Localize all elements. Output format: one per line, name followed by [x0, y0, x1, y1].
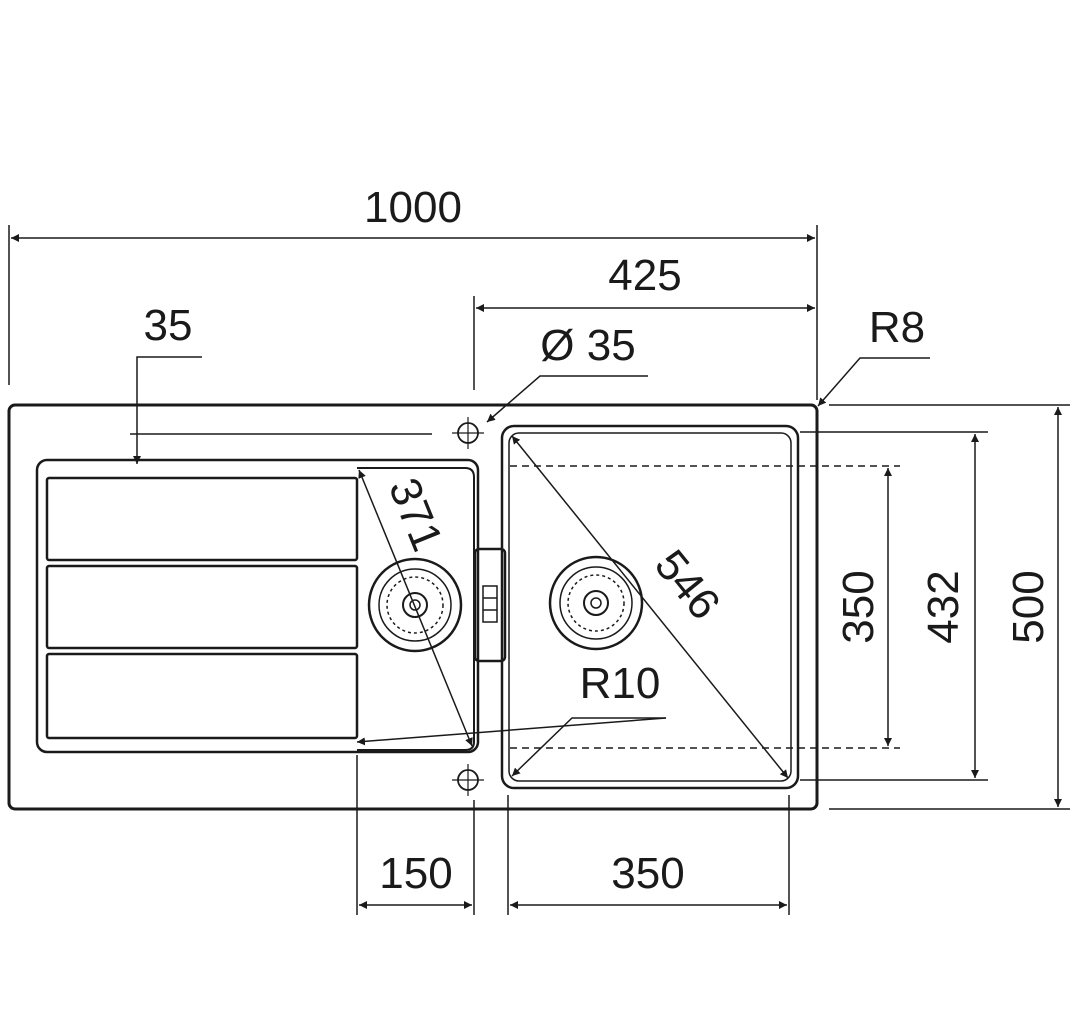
drainer-rib-3: [45, 652, 359, 740]
tap-hole-bottom: [452, 764, 484, 796]
tap-hole-top: [452, 417, 484, 449]
leader-tap-offset: [133, 356, 202, 464]
label-bowl-inner-length: 350: [834, 570, 883, 643]
label-outer-radius: R8: [869, 303, 925, 352]
label-main-bowl-width: 350: [611, 849, 684, 898]
label-tap-diameter: Ø 35: [540, 321, 635, 370]
overflow-slot: [473, 547, 507, 663]
main-bowl-outline: [500, 424, 800, 790]
leader-tap-diameter: [486, 375, 648, 423]
label-bowl-zone-width: 425: [608, 251, 681, 300]
drain-main-bowl: [548, 555, 644, 651]
dim-diagonal-drainer: [358, 469, 473, 747]
label-overall-width: 1000: [364, 183, 462, 232]
label-small-bowl-width: 150: [379, 849, 452, 898]
label-overall-depth: 500: [1004, 570, 1053, 643]
label-bowl-outer-length: 432: [919, 570, 968, 643]
label-bowl-corner-radius: R10: [580, 659, 661, 708]
drainer-outline: [35, 458, 480, 754]
overflow-grid: [482, 585, 498, 623]
leader-r10-small: [356, 717, 667, 746]
label-tap-offset: 35: [144, 301, 193, 350]
leader-outer-radius: [817, 357, 930, 407]
main-bowl-inner: [508, 432, 792, 782]
leader-r10-main: [511, 717, 666, 777]
sink-outline: [7, 403, 819, 811]
drainer-rib-2: [45, 564, 359, 650]
drainer-rib-1: [45, 476, 359, 562]
dim-diagonal-bowl: [511, 435, 789, 779]
